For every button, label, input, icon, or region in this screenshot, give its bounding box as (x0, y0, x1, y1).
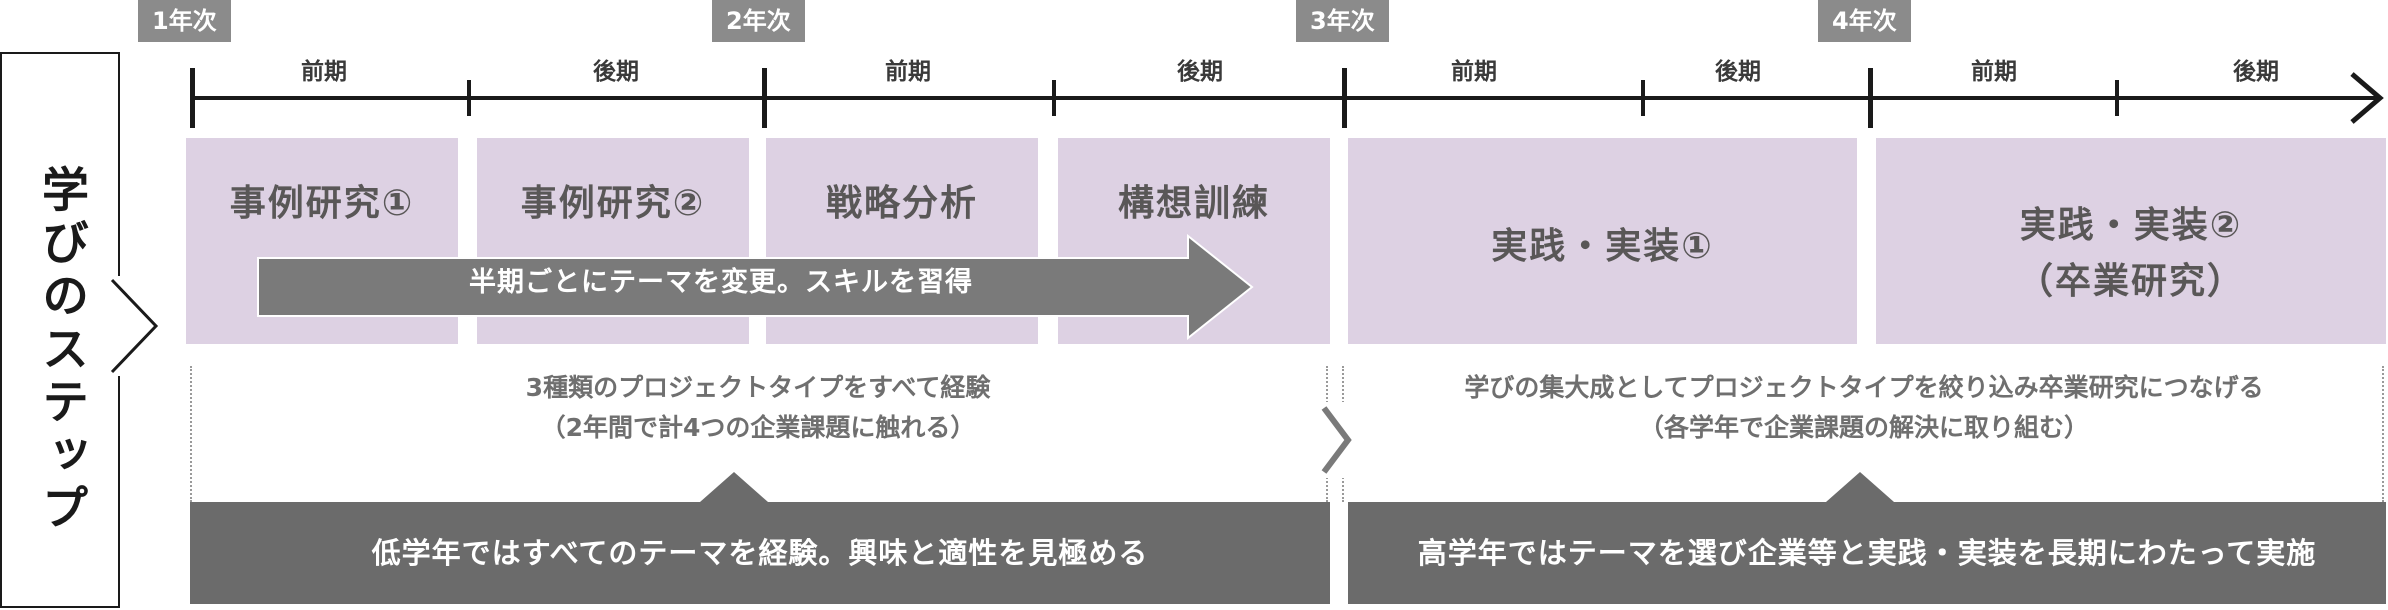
right-description: 学びの集大成としてプロジェクトタイプを絞り込み卒業研究につなげる （各学年で企業… (1346, 368, 2382, 448)
left-description: 3種類のプロジェクトタイプをすべて経験 （2年間で計4つの企業課題に触れる） (190, 368, 1326, 448)
phase-label: 実践・実装② (2019, 205, 2243, 246)
timeline-axis (190, 96, 2380, 100)
term-label: 後期 (593, 59, 639, 85)
term-label: 前期 (885, 59, 931, 85)
right-bar-pointer (1826, 472, 1894, 502)
year-tag-4: 4年次 (1818, 0, 1911, 42)
tick-term (1641, 80, 1645, 116)
term-label: 前期 (1451, 59, 1497, 85)
year-tag-1: 1年次 (138, 0, 231, 42)
year-tag-3: 3年次 (1296, 0, 1389, 42)
tick-term (2115, 80, 2119, 116)
left-description-line2: （2年間で計4つの企業課題に触れる） (540, 413, 976, 442)
phase-label: 事例研究② (520, 183, 706, 224)
dotted-guide (190, 366, 192, 502)
year-tag-2: 2年次 (712, 0, 805, 42)
progress-arrow-text: 半期ごとにテーマを変更。スキルを習得 (469, 267, 973, 298)
tick-term (467, 80, 471, 116)
term-label: 後期 (2233, 59, 2279, 85)
tick-year-2 (762, 68, 767, 128)
right-description-line1: 学びの集大成としてプロジェクトタイプを絞り込み卒業研究につなげる (1464, 373, 2264, 402)
dotted-guide (2382, 366, 2384, 502)
tick-year-1 (190, 68, 195, 128)
right-description-line2: （各学年で企業課題の解決に取り組む） (1638, 413, 2089, 442)
term-label: 前期 (301, 59, 347, 85)
side-chevron-icon (108, 276, 159, 376)
phase-label: 事例研究① (229, 183, 415, 224)
side-title-box (0, 52, 120, 608)
right-summary-bar: 高学年ではテーマを選び企業等と実践・実装を長期にわたって実施 (1348, 502, 2386, 604)
tick-year-4 (1868, 68, 1873, 128)
term-label: 後期 (1715, 59, 1761, 85)
tick-year-3 (1342, 68, 1347, 128)
phase-practice-1: 実践・実装① (1348, 138, 1857, 344)
phase-label: 構想訓練 (1117, 183, 1270, 224)
tick-term (1052, 80, 1056, 116)
side-title: 学びのステップ (33, 164, 88, 536)
phase-label: 戦略分析 (825, 183, 978, 224)
middle-chevron-icon (1310, 402, 1358, 478)
left-summary-bar: 低学年ではすべてのテーマを経験。興味と適性を見極める (190, 502, 1330, 604)
phase-sublabel: （卒業研究） (2016, 261, 2245, 302)
phase-label: 実践・実装① (1491, 226, 1714, 267)
timeline-arrowhead-icon (2350, 72, 2384, 124)
progress-arrow (257, 234, 1254, 340)
term-label: 後期 (1177, 59, 1223, 85)
left-bar-pointer (700, 472, 768, 502)
term-label: 前期 (1971, 59, 2017, 85)
phase-practice-2: 実践・実装② （卒業研究） (1876, 138, 2386, 344)
left-description-line1: 3種類のプロジェクトタイプをすべて経験 (525, 373, 991, 402)
